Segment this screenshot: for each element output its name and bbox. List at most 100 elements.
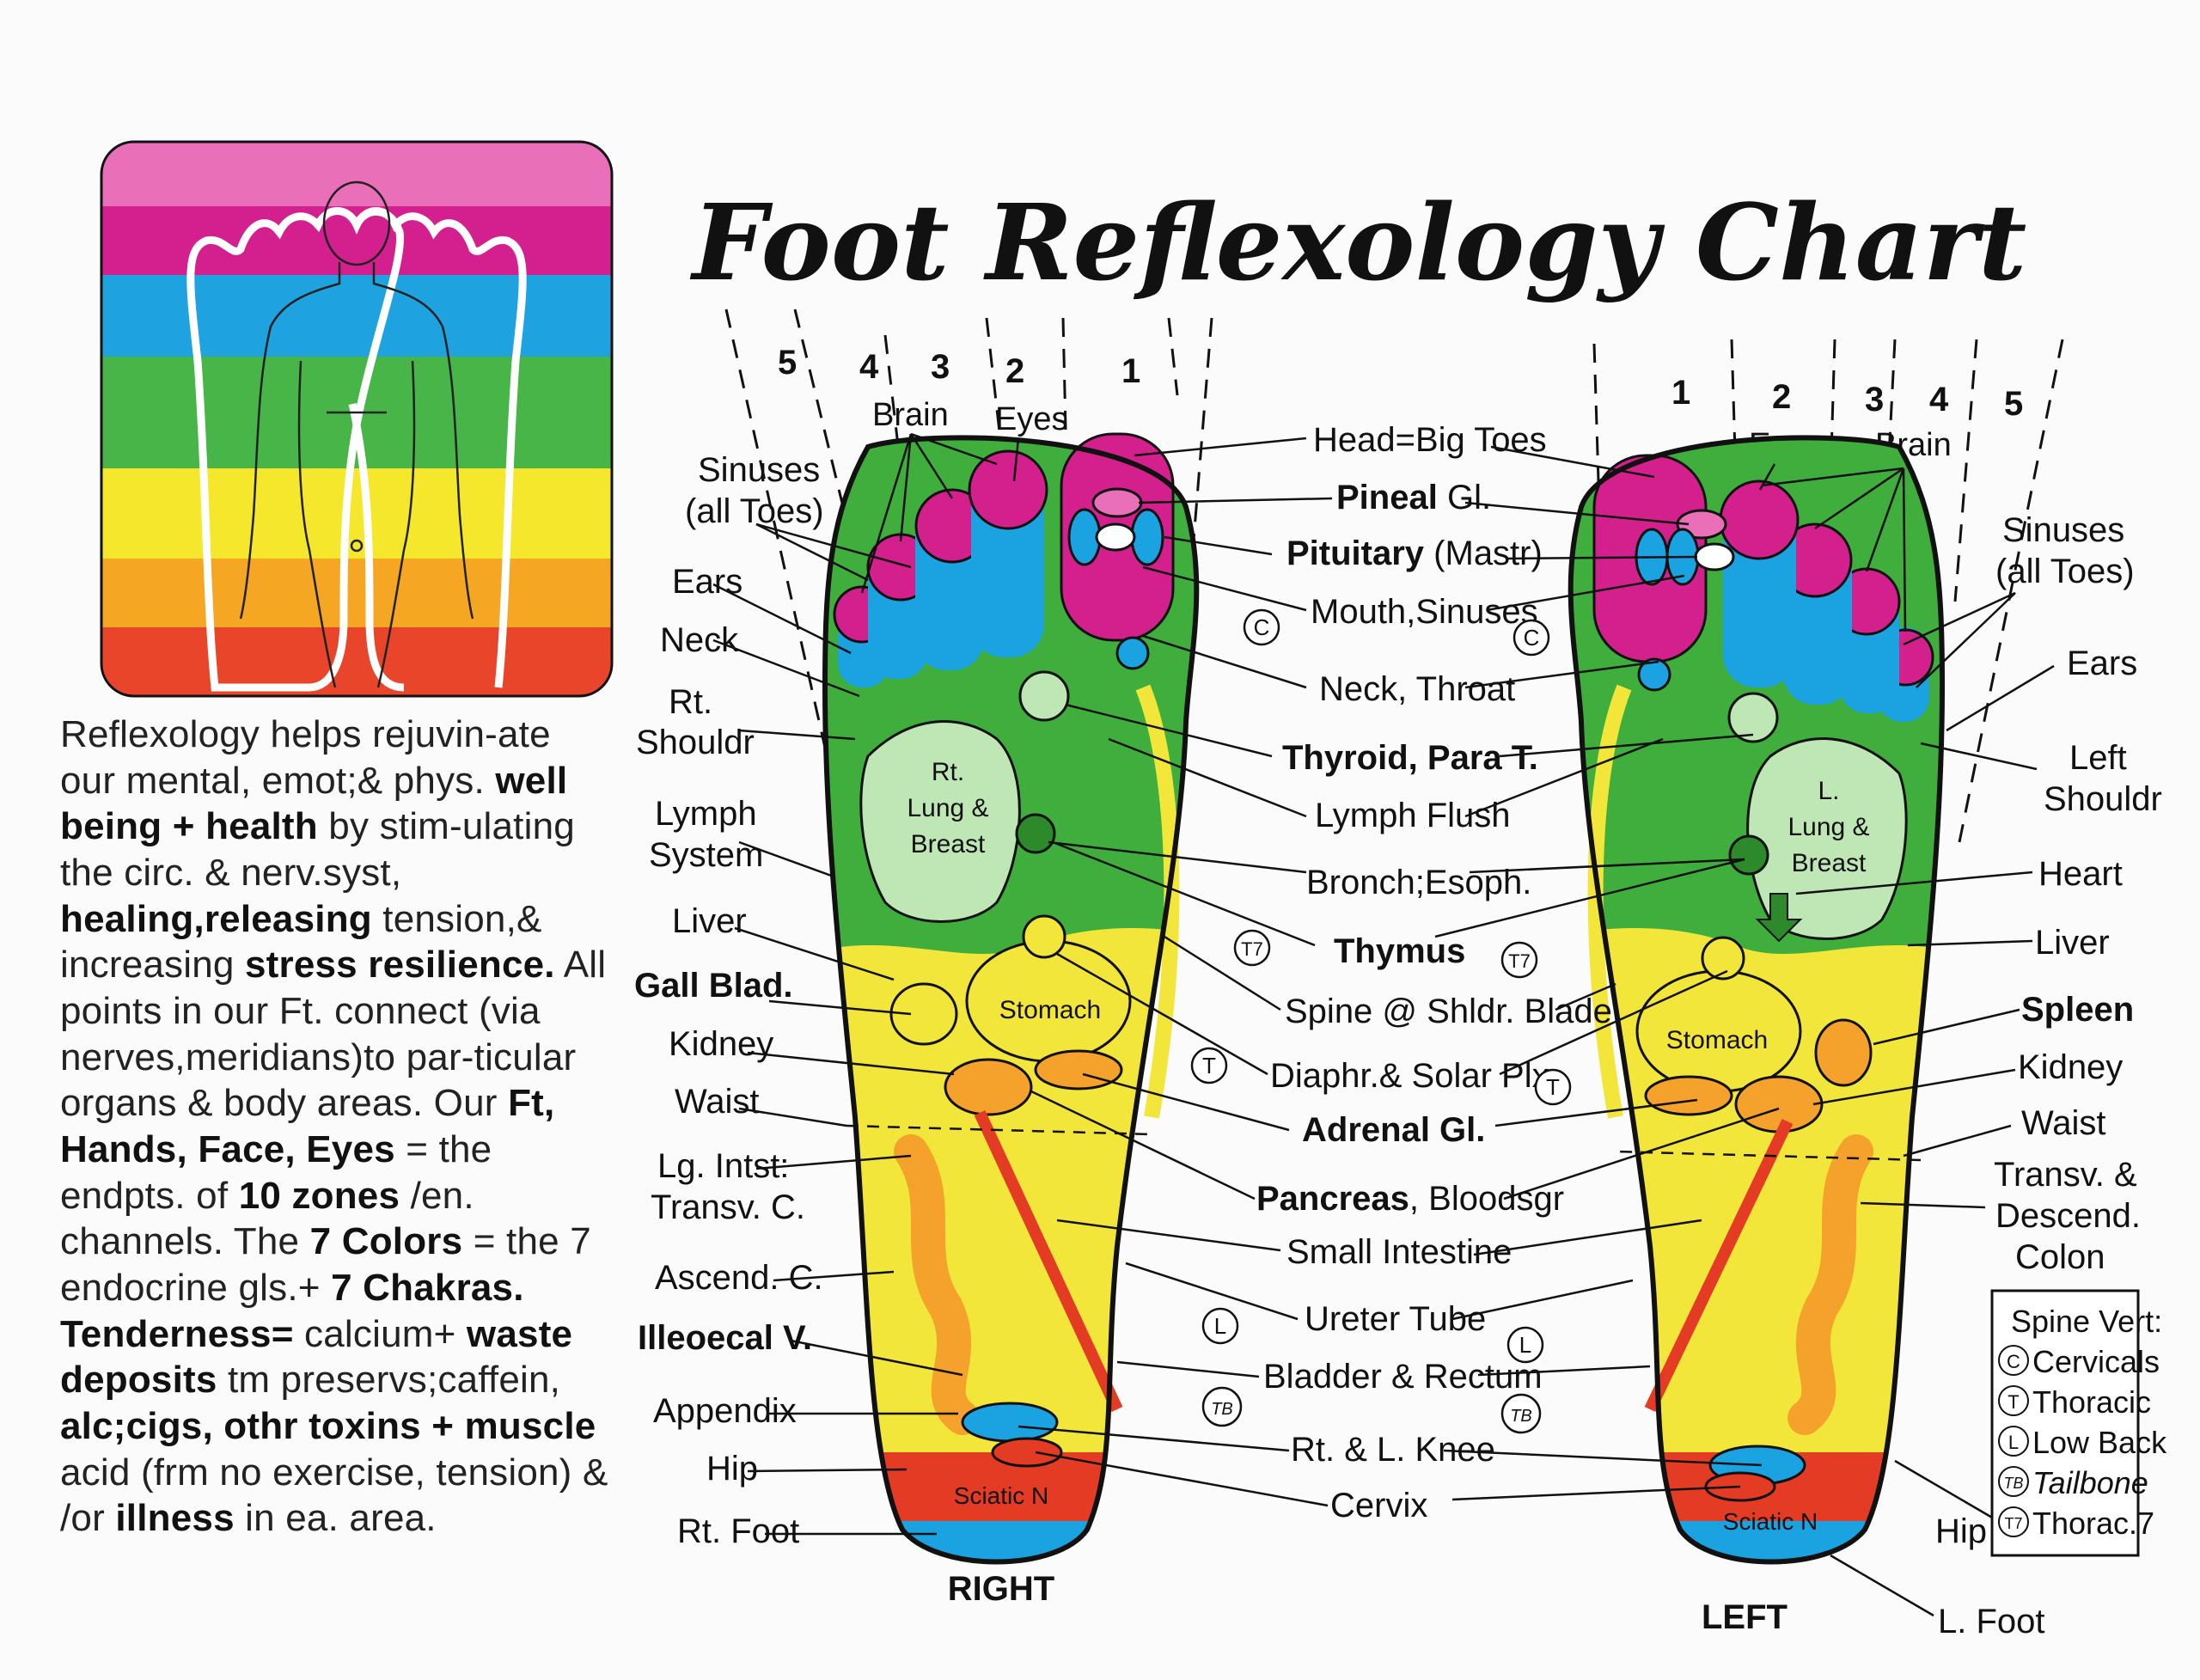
l-foot-label: L. Foot bbox=[1938, 1603, 2045, 1640]
reflexology-description: Reflexology helps rejuvin-ate our mental… bbox=[60, 712, 610, 1542]
spine-marker: T7 bbox=[1508, 950, 1531, 972]
sinuses-label: Sinuses bbox=[2002, 511, 2124, 549]
mouth-sinuses-label: Mouth,Sinuses bbox=[1311, 593, 1538, 631]
pineal-label: Pineal bbox=[1336, 479, 1438, 516]
description-run: acid (frm no exercise, tension) & /or bbox=[60, 1451, 608, 1540]
band-red bbox=[101, 627, 612, 696]
description-run: All points in our Ft. connect (via nerve… bbox=[60, 944, 607, 1125]
sciatic-label: Sciatic N bbox=[954, 1482, 1048, 1509]
rt-shoulder-label: Shouldr bbox=[636, 724, 755, 761]
spine-marker: TB bbox=[1211, 1400, 1233, 1419]
legend-item: Tailbone bbox=[2032, 1465, 2148, 1500]
rt-shoulder-label: Rt. bbox=[669, 683, 712, 721]
spine-marker: T bbox=[1202, 1053, 1216, 1078]
rt-lung-label: Rt. bbox=[932, 758, 964, 786]
bronch-esoph-label: Bronch;Esoph. bbox=[1306, 864, 1531, 901]
neck-throat-label: Neck, Throat bbox=[1319, 670, 1515, 708]
left-shoulder-label: Shouldr bbox=[2044, 780, 2162, 818]
liver-label: Liver bbox=[672, 902, 747, 940]
description-run: in ea. area. bbox=[234, 1497, 437, 1540]
zone-numbers: 5 4 3 2 1 1 2 3 4 5 bbox=[778, 344, 2023, 423]
waist-label: Waist bbox=[2021, 1104, 2106, 1142]
description-bold-run: Ft, Hands, Face, Eyes bbox=[60, 1082, 555, 1171]
description-bold-run: well being + health bbox=[60, 759, 568, 848]
description-bold-run: waste deposits bbox=[60, 1312, 573, 1402]
description-bold-run: 7 Colors bbox=[309, 1220, 463, 1263]
description-run: tension,& increasing bbox=[60, 897, 542, 987]
thyroid-label: Thyroid, Para T. bbox=[1282, 739, 1538, 777]
zone-number: 4 bbox=[859, 348, 879, 386]
ears-label: Ears bbox=[672, 563, 742, 601]
band-blue bbox=[101, 275, 612, 357]
right-foot-label: RIGHT bbox=[948, 1570, 1054, 1608]
knee-label: Rt. & L. Knee bbox=[1291, 1431, 1495, 1469]
sinuses-sub-label: (all Toes) bbox=[685, 492, 824, 530]
l-lung-label: Breast bbox=[1792, 849, 1867, 877]
rt-foot-label: Rt. Foot bbox=[677, 1512, 799, 1550]
transverse-label: Transv. & bbox=[1994, 1156, 2137, 1194]
waist-label: Waist bbox=[675, 1083, 760, 1121]
spine-marker: TB bbox=[1510, 1407, 1532, 1426]
legend-code: T bbox=[2008, 1391, 2019, 1413]
chart-title: Foot Reflexology Chart bbox=[690, 180, 2027, 304]
hip-label: Hip bbox=[1935, 1512, 1987, 1550]
legend-item: Cervicals bbox=[2032, 1344, 2160, 1379]
zone-number: 2 bbox=[1005, 352, 1024, 390]
spine-marker: C bbox=[1524, 625, 1540, 651]
legend-code: TB bbox=[2003, 1475, 2023, 1492]
spleen-label: Spleen bbox=[2021, 991, 2134, 1029]
stomach-label: Stomach bbox=[1666, 1026, 1768, 1054]
diaphragm-label: Diaphr.& Solar Plx. bbox=[1270, 1057, 1559, 1095]
spine-shoulder-label: Spine @ Shldr. Blade bbox=[1285, 993, 1612, 1030]
appendix-label: Appendix bbox=[653, 1392, 797, 1430]
right-toes bbox=[833, 432, 1175, 687]
sinuses-sub-label: (all Toes) bbox=[1995, 553, 2135, 590]
illeocecal-label: Illeoecal V. bbox=[638, 1319, 812, 1357]
description-bold-run: alc;cigs, othr toxins + muscle bbox=[60, 1405, 596, 1448]
description-run: calcium+ bbox=[293, 1312, 467, 1355]
ears-label: Ears bbox=[2067, 645, 2137, 682]
spine-marker: T bbox=[1546, 1074, 1560, 1100]
bloodsugar-label: , Bloodsgr bbox=[1409, 1180, 1564, 1218]
pancreas-label: Pancreas bbox=[1256, 1180, 1409, 1218]
zone-number: 1 bbox=[1121, 352, 1140, 390]
description-bold-run: illness bbox=[115, 1497, 235, 1540]
legend-item: Low Back bbox=[2032, 1425, 2167, 1460]
description-bold-run: healing,releasing bbox=[60, 897, 372, 940]
spine-legend: Spine Vert: C Cervicals T Thoracic L Low… bbox=[1990, 1289, 2167, 1557]
svg-text:Pancreas, Bloodsgr: Pancreas, Bloodsgr bbox=[1256, 1180, 1564, 1218]
description-bold-run: 7 Chakras. bbox=[331, 1267, 524, 1310]
thymus-label: Thymus bbox=[1334, 932, 1465, 970]
legend-code: C bbox=[2007, 1351, 2020, 1372]
left-foot-label: LEFT bbox=[1702, 1598, 1788, 1636]
legend-item: Thoracic bbox=[2032, 1384, 2151, 1420]
zone-number: 3 bbox=[931, 348, 950, 386]
adrenal-label: Adrenal Gl. bbox=[1302, 1111, 1485, 1149]
description-run: Reflexology helps rejuvin-ate our mental… bbox=[60, 713, 551, 802]
head-big-toes-label: Head=Big Toes bbox=[1313, 421, 1547, 459]
description-run: by stim-ulating the circ. & nerv.syst, bbox=[60, 805, 575, 895]
ascending-colon-label: Ascend. C. bbox=[655, 1259, 823, 1297]
description-run: tm preservs;caffein, bbox=[217, 1359, 561, 1402]
zone-number: 4 bbox=[1929, 381, 1949, 418]
cervix-label: Cervix bbox=[1330, 1487, 1427, 1524]
band-pink bbox=[101, 142, 612, 206]
descending-label: Descend. bbox=[1995, 1197, 2141, 1235]
zone-number: 5 bbox=[2004, 385, 2023, 423]
rt-lung-label: Lung & bbox=[907, 794, 988, 822]
eyes-label: Eyes bbox=[995, 401, 1067, 437]
pituitary-mastr-label: (Mastr) bbox=[1433, 535, 1543, 572]
stomach-label: Stomach bbox=[999, 996, 1101, 1024]
left-toes bbox=[1592, 454, 1934, 722]
spine-marker: T7 bbox=[1241, 938, 1263, 960]
description-run: = the 7 endocrine gls.+ bbox=[60, 1220, 591, 1310]
spine-marker: C bbox=[1254, 614, 1270, 640]
svg-text:Pituitary (Mastr): Pituitary (Mastr) bbox=[1286, 535, 1543, 572]
l-lung-label: Lung & bbox=[1788, 813, 1869, 841]
left-shoulder-label: Left bbox=[2069, 739, 2127, 777]
zone-number: 3 bbox=[1865, 381, 1884, 418]
chakra-box bbox=[100, 140, 614, 698]
lg-intestine-label: Lg. Intst: bbox=[657, 1147, 789, 1185]
